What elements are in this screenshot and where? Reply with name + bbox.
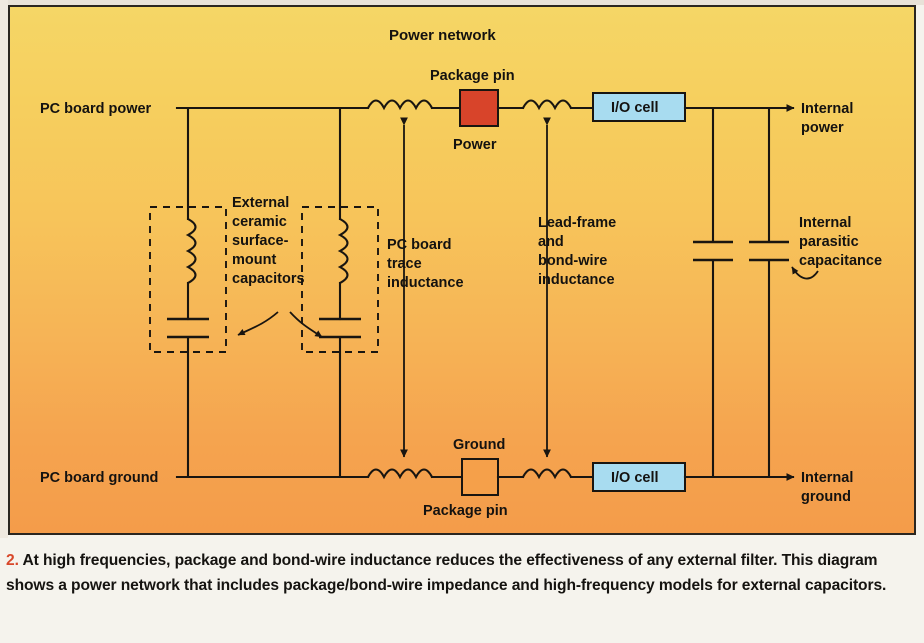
internal-parasitic-label-line2: parasitic [799,234,859,250]
pc-board-trace-inductor-ground-icon [366,468,434,480]
internal-ground-label-line2: ground [801,489,851,505]
pc-board-trace-inductance-label-line3: inductance [387,275,464,291]
io-cell-power-label: I/O cell [611,100,659,116]
diagram-title: Power network [389,27,496,44]
external-capacitors-label-line2: ceramic [232,214,287,230]
external-capacitor-2-model-box [301,206,379,353]
internal-power-label-line1: Internal [801,101,853,117]
pc-board-power-label: PC board power [40,101,152,117]
external-capacitors-label-line5: capacitors [232,271,305,287]
external-capacitor-1-model-box [149,206,227,353]
page-left-margin [0,0,8,538]
external-capacitors-label-line1: External [232,195,289,211]
lead-frame-inductance-label-line3: bond-wire [538,253,607,269]
lead-frame-inductance-label-line4: inductance [538,272,615,288]
package-pin-power-label: Package pin [430,68,515,84]
pc-board-trace-inductance-label-line2: trace [387,256,422,272]
esl-inductor-cap-1-icon [185,217,197,285]
pc-board-trace-inductor-power-icon [366,99,434,111]
page-top-margin [0,0,924,5]
internal-ground-label-line1: Internal [801,470,853,486]
pc-board-ground-label: PC board ground [40,470,158,486]
external-capacitors-label-line4: mount [232,252,276,268]
power-pin-name-label: Power [453,137,497,153]
bond-wire-inductor-power-icon [521,99,573,111]
figure-caption-number: 2. [6,552,19,569]
circuit-diagram-svg: Power network I/O cell [40,27,882,519]
package-pin-ground-label: Package pin [423,503,508,519]
internal-parasitic-callout-arrow [791,266,819,280]
bond-wire-inductor-ground-icon [521,468,573,480]
internal-parasitic-label-line3: capacitance [799,253,882,269]
external-capacitors-callout-right-arrow [289,311,323,338]
io-cell-ground-label: I/O cell [611,470,659,486]
package-pin-ground-block [461,458,499,496]
figure-caption-text: At high frequencies, package and bond-wi… [6,552,887,594]
figure-caption: 2. At high frequencies, package and bond… [6,548,918,598]
lead-frame-inductance-label-line1: Lead-frame [538,215,616,231]
external-capacitors-callout-left-arrow [237,311,279,336]
pc-board-trace-inductance-label-line1: PC board [387,237,451,253]
lead-frame-inductance-label-line2: and [538,234,564,250]
internal-parasitic-label-line1: Internal [799,215,851,231]
package-pin-power-block [459,89,499,127]
io-cell-power-block [592,92,686,122]
internal-power-label-line2: power [801,120,844,136]
esl-inductor-cap-2-icon [337,217,349,285]
external-capacitors-label-line3: surface- [232,233,289,249]
ground-pin-name-label: Ground [453,437,505,453]
power-network-diagram-panel: Power network I/O cell [8,5,916,535]
